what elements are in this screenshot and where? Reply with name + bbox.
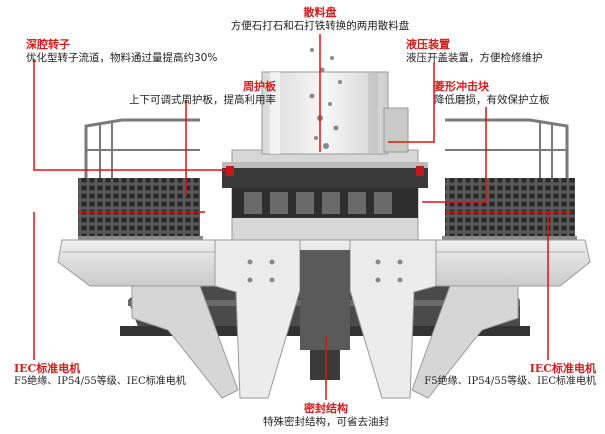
callout-desc: 特殊密封结构，可省去油封 [263,415,389,428]
callout-title: IEC标准电机 [14,362,81,375]
callout-deep-rotor: 深腔转子 优化型转子流道，物料通过量提高约30% [26,38,217,65]
callout-title: 液压装置 [406,38,450,51]
feed-hopper [261,48,409,155]
leader-lines [33,34,572,400]
callout-desc: 降低磨损，有效保护立板 [434,93,550,106]
left-motor-cage [78,118,203,248]
crusher-body [222,149,428,241]
callout-desc: 液压开盖装置，方便检修维护 [406,51,543,64]
support-legs [131,239,519,399]
callout-distribution-plate: 散料盘 方便石打石和石打铁转换的两用散料盘 [218,6,422,33]
callout-title: 菱形冲击块 [434,80,489,93]
callout-guard-plate: 周护板 上下可调式周护板，提高利用率 [96,80,276,107]
callout-desc: F5绝缘、IP54/55等级、IEC标准电机 [14,375,186,387]
callout-diamond-block: 菱形冲击块 降低磨损，有效保护立板 [434,80,550,107]
callout-motor-left: IEC标准电机 F5绝缘、IP54/55等级、IEC标准电机 [14,362,186,388]
callout-title: 密封结构 [304,402,348,415]
callout-motor-right: IEC标准电机 F5绝缘、IP54/55等级、IEC标准电机 [382,362,596,388]
callout-seal: 密封结构 特殊密封结构，可省去油封 [236,402,416,429]
callout-title: 周护板 [243,80,276,93]
callout-title: IEC标准电机 [529,362,596,375]
callout-desc: F5绝缘、IP54/55等级、IEC标准电机 [424,375,596,387]
callout-title: 散料盘 [303,6,337,19]
callout-desc: 方便石打石和石打铁转换的两用散料盘 [230,19,410,32]
callout-desc: 上下可调式周护板，提高利用率 [129,93,276,106]
right-motor-cage [442,118,577,248]
callout-desc: 优化型转子流道，物料通过量提高约30% [26,51,218,64]
callout-hydraulic: 液压装置 液压开盖装置，方便检修维护 [406,38,543,65]
callout-title: 深腔转子 [26,38,70,51]
